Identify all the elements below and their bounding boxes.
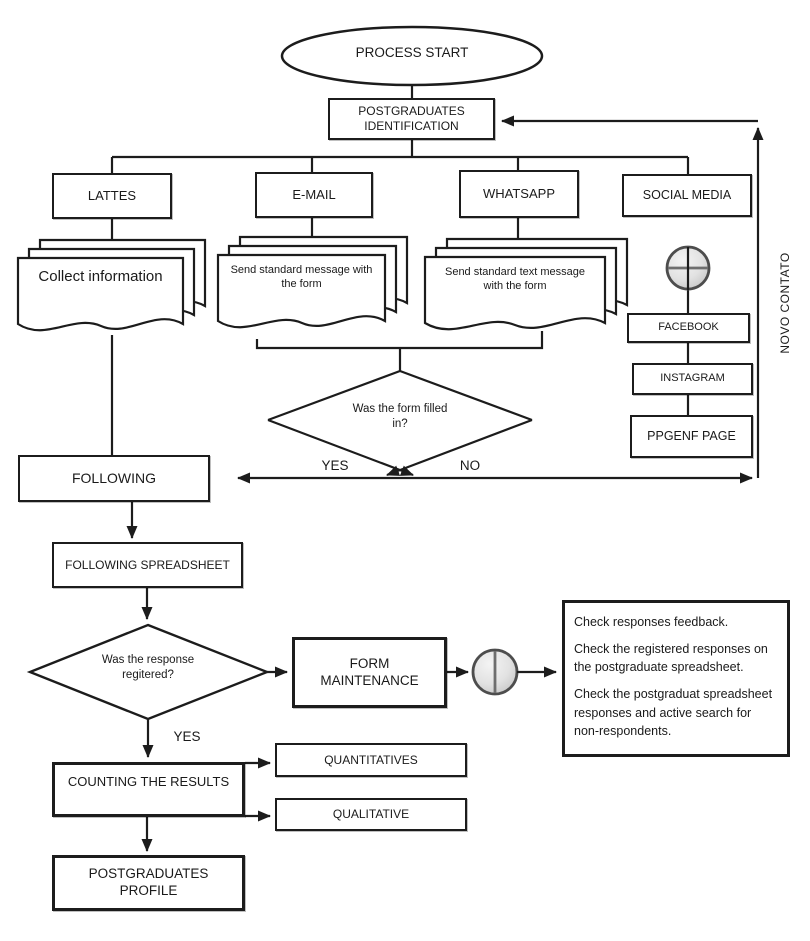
postgraduates-identification-box: POSTGRADUATES IDENTIFICATION <box>328 98 495 140</box>
email-doc-label: Send standard message with the form <box>230 264 373 291</box>
lattes-box: LATTES <box>52 173 172 219</box>
quantitatives-box: QUANTITATIVES <box>275 743 467 777</box>
start-terminator: PROCESS START <box>355 45 469 60</box>
response-registered-decision-label: Was the response regitered? <box>101 654 195 681</box>
no-edge-label: NO <box>459 458 481 473</box>
email-documents <box>216 235 409 329</box>
qualitative-box: QUALITATIVE <box>275 798 467 831</box>
ppgenf-page-box: PPGENF PAGE <box>630 415 753 458</box>
whatsapp-doc-label: Send standard text message with the form <box>444 266 586 293</box>
yes-edge-label: YES <box>321 458 349 473</box>
instagram-box: INSTAGRAM <box>632 363 753 395</box>
facebook-box: FACEBOOK <box>627 313 750 343</box>
collect-information-doc-label: Collect information <box>38 268 163 285</box>
following-spreadsheet-box: FOLLOWING SPREADSHEET <box>52 542 243 588</box>
plus-connector-icon <box>471 648 519 696</box>
form-maintenance-box: FORM MAINTENANCE <box>292 637 447 708</box>
yes-edge-label: YES <box>173 729 201 744</box>
note-line: Check responses feedback. <box>574 615 729 629</box>
check-notes-box: Check responses feedback. Check the regi… <box>562 600 790 757</box>
social-media-box: SOCIAL MEDIA <box>622 174 752 217</box>
email-box: E-MAIL <box>255 172 373 218</box>
note-line: Check the postgraduat spreadsheet respon… <box>574 687 773 738</box>
form-filled-decision-label: Was the form filled in? <box>352 403 448 430</box>
response-registered-decision-shape <box>26 623 271 721</box>
start-terminator-shape <box>280 25 544 87</box>
collect-info-documents <box>16 238 207 332</box>
postgraduates-profile-box: POSTGRADUATES PROFILE <box>52 855 245 911</box>
counting-results-box: COUNTING THE RESULTS <box>52 762 245 817</box>
note-line: Check the registered responses on the po… <box>574 642 768 675</box>
connector-lines <box>110 85 764 852</box>
novo-contato-label: NOVO CONTATO <box>778 252 792 354</box>
following-box: FOLLOWING <box>18 455 210 502</box>
whatsapp-documents <box>423 237 629 331</box>
whatsapp-box: WHATSAPP <box>459 170 579 218</box>
